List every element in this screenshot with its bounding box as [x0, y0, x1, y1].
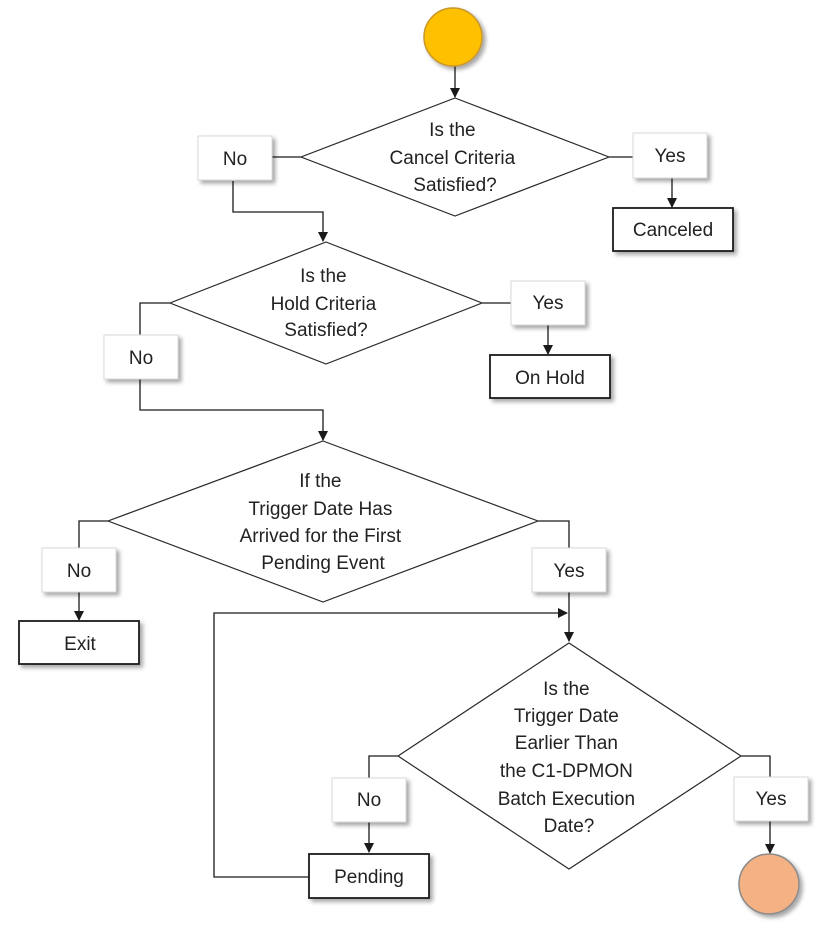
decision-batch-line: Is the	[543, 679, 589, 700]
decision-hold-line: Hold Criteria	[271, 294, 377, 315]
decision-cancel-diamond	[299, 97, 611, 217]
decision-trigger-line: Trigger Date Has	[248, 499, 392, 520]
state-canceled-text: Canceled	[633, 220, 713, 241]
label-trigger-no: No	[41, 547, 117, 593]
decision-batch-line: the C1-DPMON	[500, 761, 633, 782]
connector-batch-to-yes	[741, 755, 771, 777]
label-trigger-no-text: No	[67, 561, 91, 582]
decision-batch: Is the Trigger Date Earlier Than the C1-…	[396, 642, 743, 870]
label-batch-yes-text: Yes	[756, 789, 787, 810]
start-node	[423, 7, 483, 67]
state-canceled: Canceled	[612, 207, 734, 252]
state-on-hold-text: On Hold	[515, 368, 585, 389]
decision-cancel-line: Cancel Criteria	[390, 148, 516, 169]
decision-cancel: Is the Cancel Criteria Satisfied?	[299, 97, 611, 217]
state-exit: Exit	[18, 620, 140, 665]
connector-trigger-to-no	[78, 520, 108, 548]
state-pending: Pending	[308, 853, 430, 899]
decision-trigger-line: Arrived for the First	[240, 526, 402, 547]
label-batch-no-text: No	[357, 790, 381, 811]
state-boxes: Canceled On Hold Exit Pending	[18, 207, 734, 899]
decision-batch-line: Batch Execution	[498, 789, 635, 810]
label-hold-no: No	[103, 334, 179, 380]
decision-batch-line: Earlier Than	[515, 733, 618, 754]
connector-hold-to-no	[139, 302, 170, 340]
decision-hold-diamond	[168, 241, 484, 365]
state-pending-text: Pending	[334, 867, 404, 888]
label-cancel-yes: Yes	[632, 132, 708, 179]
state-on-hold: On Hold	[489, 354, 611, 399]
decision-hold-line: Satisfied?	[284, 320, 367, 341]
connector-batch-to-no	[368, 755, 398, 778]
connectors	[74, 66, 775, 878]
svg-text:Is the Cancel Criteria: Is the Cancel Criteria Satisfied?	[390, 120, 521, 196]
connector-trigger-to-yes	[538, 520, 570, 548]
label-hold-yes: Yes	[510, 280, 586, 326]
connector-loop-back	[213, 608, 568, 878]
decision-cancel-line: Is the	[429, 120, 475, 141]
label-trigger-yes-text: Yes	[554, 561, 585, 582]
label-cancel-yes-text: Yes	[655, 146, 686, 167]
decision-batch-line: Trigger Date	[514, 706, 619, 727]
decision-batch-diamond	[396, 642, 743, 870]
label-batch-no: No	[331, 777, 407, 823]
decision-trigger-line: If the	[299, 471, 341, 492]
decision-trigger: If the Trigger Date Has Arrived for the …	[106, 440, 540, 603]
state-exit-text: Exit	[64, 634, 96, 655]
svg-text:Is the Trigger Date: Is the Trigger Date Earlier Than the C1-…	[498, 679, 641, 837]
label-batch-yes: Yes	[733, 776, 809, 822]
label-cancel-no-text: No	[223, 149, 247, 170]
branch-labels: No Yes No Yes No Yes No Yes	[41, 132, 809, 823]
decision-cancel-line: Satisfied?	[413, 175, 496, 196]
label-hold-no-text: No	[129, 348, 153, 369]
label-cancel-no: No	[197, 135, 273, 181]
decision-hold: Is the Hold Criteria Satisfied?	[168, 241, 484, 365]
connector-no-to-hold	[232, 181, 328, 242]
svg-text:If the Trigger Date Has: If the Trigger Date Has Arrived for the …	[240, 471, 407, 574]
connector-no-to-trigger	[139, 379, 328, 441]
decision-trigger-line: Pending Event	[261, 553, 385, 574]
decision-hold-line: Is the	[300, 266, 346, 287]
end-node	[738, 853, 800, 915]
decision-trigger-diamond	[106, 440, 540, 603]
svg-text:Is the Hold Criteria: Is the Hold Criteria Satisfied?	[271, 266, 382, 341]
label-trigger-yes: Yes	[531, 547, 607, 593]
decision-batch-line: Date?	[544, 816, 595, 837]
label-hold-yes-text: Yes	[533, 293, 564, 314]
